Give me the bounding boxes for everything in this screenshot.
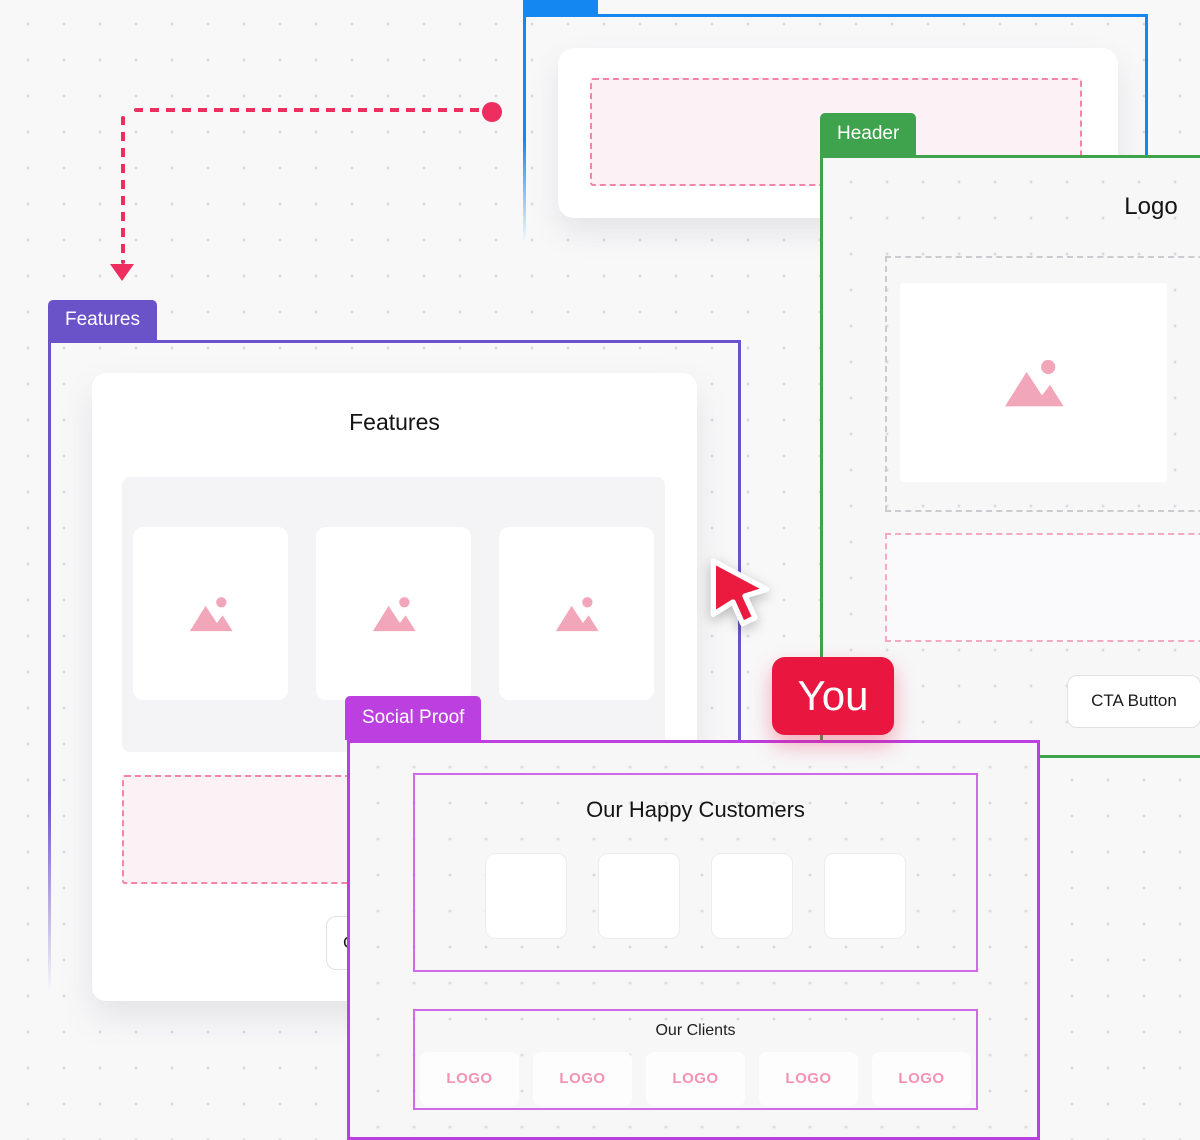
happy-customers-section: Our Happy Customers — [413, 773, 978, 972]
features-frame-border-left — [48, 340, 51, 992]
tab-hero[interactable]: Hero — [523, 0, 599, 14]
header-image-dropzone — [885, 256, 1200, 512]
feature-item — [316, 527, 471, 700]
customer-card-placeholder — [598, 853, 680, 939]
arrow-head-icon — [110, 264, 134, 281]
tab-features[interactable]: Features — [48, 300, 157, 340]
social-proof-frame: Our Happy Customers Our Clients LOGO LOG… — [347, 740, 1040, 1140]
features-grid — [122, 477, 665, 752]
image-placeholder-icon — [189, 596, 233, 631]
header-image-placeholder — [900, 283, 1167, 482]
features-frame-border-top — [48, 340, 741, 343]
image-placeholder-icon — [372, 596, 416, 631]
tab-social-proof-label: Social Proof — [362, 707, 465, 728]
client-logo-placeholder: LOGO — [533, 1052, 632, 1106]
tab-social-proof[interactable]: Social Proof — [345, 696, 482, 740]
image-placeholder-icon — [555, 596, 599, 631]
collaborator-name: You — [797, 672, 869, 719]
tab-header-label: Header — [837, 123, 900, 144]
hero-frame-border-top — [523, 14, 1148, 17]
clients-section: Our Clients LOGO LOGO LOGO LOGO LOGO — [413, 1009, 978, 1110]
client-logo-placeholder: LOGO — [759, 1052, 858, 1106]
connector-line-horizontal — [134, 108, 482, 112]
client-logo-placeholder: LOGO — [872, 1052, 971, 1106]
tab-hero-label: Hero — [540, 0, 581, 3]
feature-item — [133, 527, 288, 700]
features-frame-border-right — [738, 340, 741, 744]
logo-text: Logo — [1124, 193, 1178, 220]
header-cta-button[interactable]: CTA Button — [1067, 675, 1200, 728]
customer-card-placeholder — [824, 853, 906, 939]
features-title: Features — [349, 409, 440, 435]
happy-customers-title: Our Happy Customers — [586, 797, 805, 822]
collaborator-name-badge: You — [772, 657, 894, 735]
header-text-placeholder — [885, 533, 1200, 642]
image-placeholder-icon — [1004, 359, 1064, 406]
tab-header[interactable]: Header — [820, 113, 917, 155]
feature-item — [499, 527, 654, 700]
hero-frame-border-left — [523, 14, 526, 242]
customer-card-placeholder — [711, 853, 793, 939]
client-logo-placeholder: LOGO — [420, 1052, 519, 1106]
connector-start-dot — [482, 102, 502, 122]
tab-features-label: Features — [65, 309, 140, 330]
client-logo-placeholder: LOGO — [646, 1052, 745, 1106]
connector-line-vertical — [121, 116, 125, 264]
clients-title: Our Clients — [655, 1022, 736, 1039]
cursor-icon — [700, 554, 780, 638]
customer-card-placeholder — [485, 853, 567, 939]
